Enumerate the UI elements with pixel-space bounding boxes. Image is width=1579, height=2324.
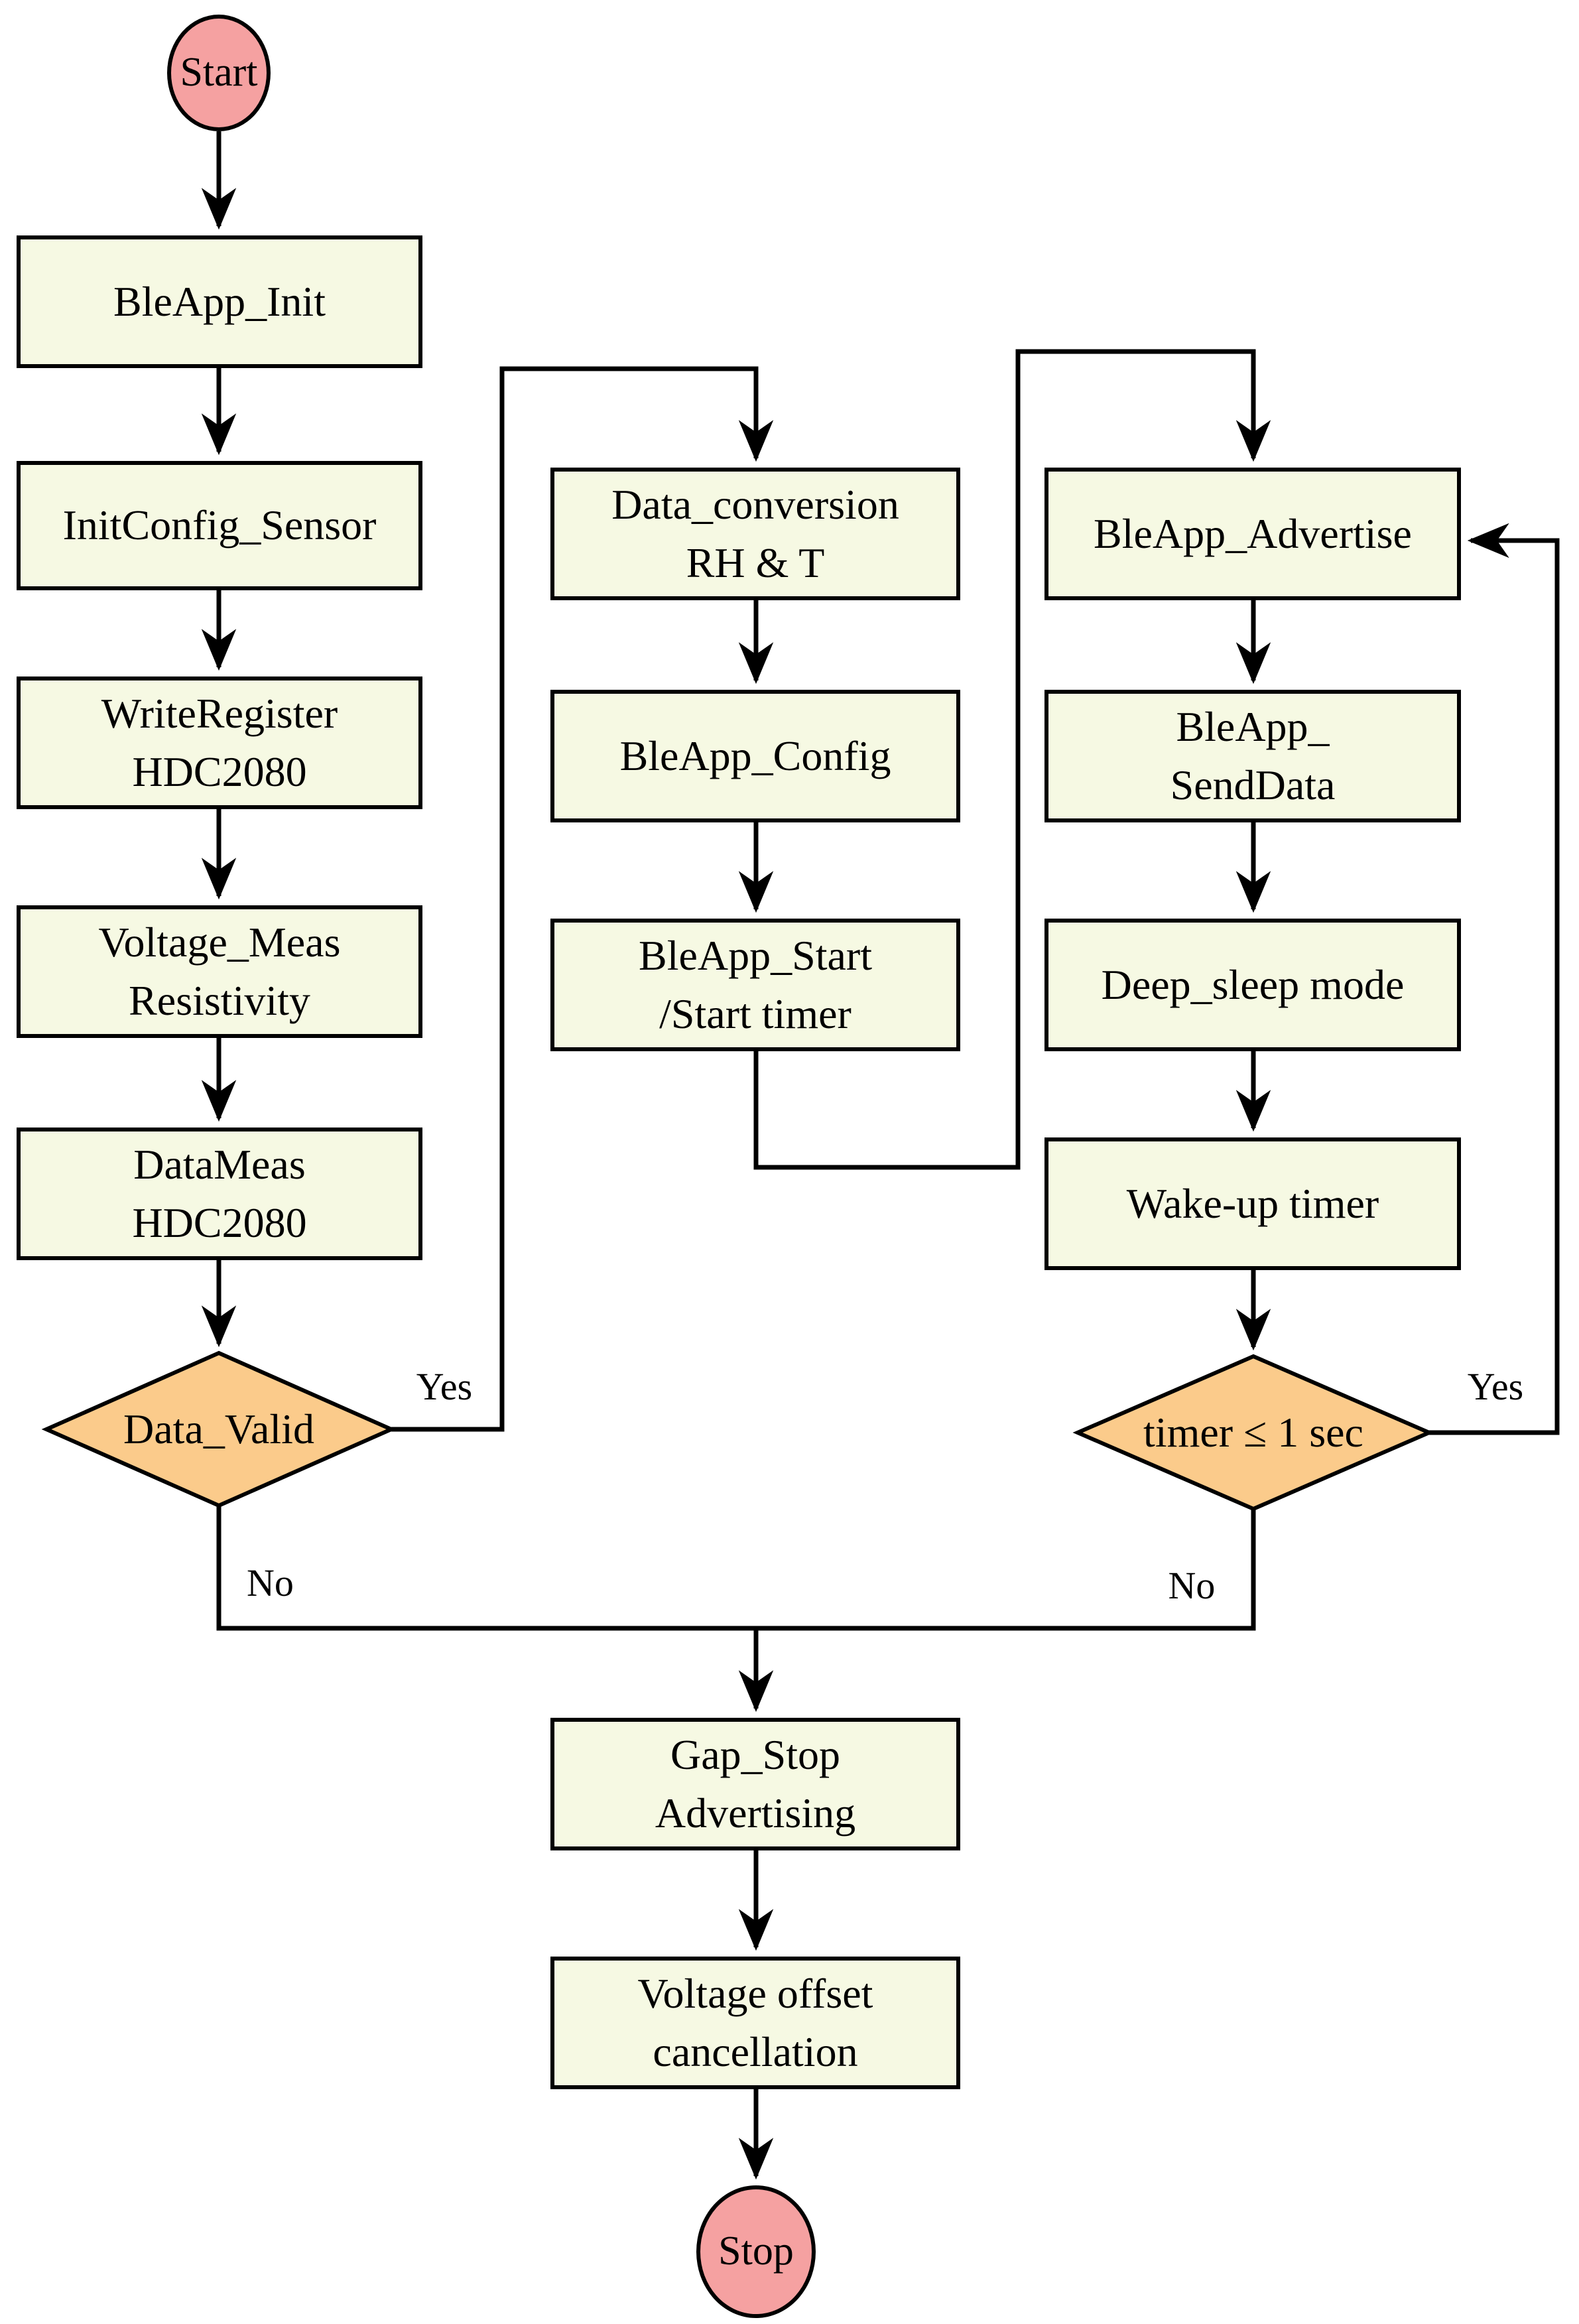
node-start-label: Start [180,50,258,96]
node-initconfig-sensor-label: InitConfig_Sensor [62,501,377,549]
node-datameas-line1: DataMeas [133,1140,306,1188]
node-deep-sleep-mode: Deep_sleep mode [1044,919,1461,1051]
node-datameas-line2: HDC2080 [132,1199,307,1246]
node-writeregister-hdc2080: WriteRegister HDC2080 [17,677,422,809]
node-voltage-meas-line2: Resistivity [129,977,310,1024]
data-valid-text: Data_Valid [123,1405,314,1452]
node-data-conversion-line1: Data_conversion [611,480,899,528]
edge-label-timer-yes: Yes [1442,1368,1548,1406]
node-initconfig-sensor: InitConfig_Sensor [17,461,422,590]
edge-label-data-valid-no: No [247,1564,294,1602]
node-bleapp-senddata-line2: SendData [1170,761,1336,808]
data-valid-yes-text: Yes [416,1365,473,1408]
node-bleapp-advertise-label: BleApp_Advertise [1094,509,1412,557]
node-bleapp-config: BleApp_Config [550,690,960,822]
node-writeregister-line2: HDC2080 [132,748,307,795]
timer-check-text: timer ≤ 1 sec [1143,1409,1363,1456]
node-gap-stop-line2: Advertising [655,1789,856,1837]
node-bleapp-senddata: BleApp_ SendData [1044,690,1461,822]
node-gap-stop-line1: Gap_Stop [670,1730,840,1778]
timer-yes-text: Yes [1467,1365,1524,1408]
node-bleapp-start-line2: /Start timer [659,990,852,1037]
node-bleapp-init: BleApp_Init [17,235,422,368]
node-wakeup-timer: Wake-up timer [1044,1137,1461,1270]
node-data-valid-label: Data_Valid [60,1405,378,1454]
node-bleapp-senddata-line1: BleApp_ [1176,702,1330,750]
node-timer-check-label: timer ≤ 1 sec [1081,1408,1426,1457]
node-bleapp-start-line1: BleApp_Start [639,931,872,979]
edge-timer-yes-loop-to-bleapp-advertise [1429,523,1560,1435]
node-voltage-offset-line2: cancellation [653,2028,858,2075]
decision-timer-check-shape [1072,1354,1434,1512]
node-stop-label: Stop [718,2228,794,2274]
edge-no-junction [216,1506,1256,1631]
decision-data-valid-shape [41,1350,397,1508]
edge-bleapp-start-to-bleapp-advertise [753,349,1271,1170]
node-data-conversion: Data_conversion RH & T [550,468,960,600]
edge-label-data-valid-yes: Yes [395,1368,494,1406]
timer-no-text: No [1168,1564,1216,1607]
node-gap-stop-advertising: Gap_Stop Advertising [550,1718,960,1850]
node-bleapp-config-label: BleApp_Config [619,732,891,779]
node-voltage-offset-line1: Voltage offset [637,1969,873,2017]
node-bleapp-start: BleApp_Start /Start timer [550,919,960,1051]
node-deep-sleep-mode-label: Deep_sleep mode [1101,960,1405,1008]
node-data-conversion-line2: RH & T [686,539,825,586]
node-wakeup-timer-label: Wake-up timer [1126,1179,1379,1227]
edge-label-timer-no: No [1135,1567,1248,1605]
node-stop: Stop [696,2185,816,2318]
node-start: Start [167,15,271,131]
node-voltage-meas-line1: Voltage_Meas [98,918,341,966]
node-datameas-hdc2080: DataMeas HDC2080 [17,1128,422,1260]
edge-data-valid-yes-to-data-conversion [391,366,774,1432]
node-bleapp-init-label: BleApp_Init [113,277,326,325]
node-bleapp-advertise: BleApp_Advertise [1044,468,1461,600]
node-voltage-meas-resistivity: Voltage_Meas Resistivity [17,905,422,1038]
data-valid-no-text: No [247,1561,294,1604]
node-voltage-offset-cancellation: Voltage offset cancellation [550,1957,960,2089]
node-writeregister-line1: WriteRegister [101,689,338,737]
